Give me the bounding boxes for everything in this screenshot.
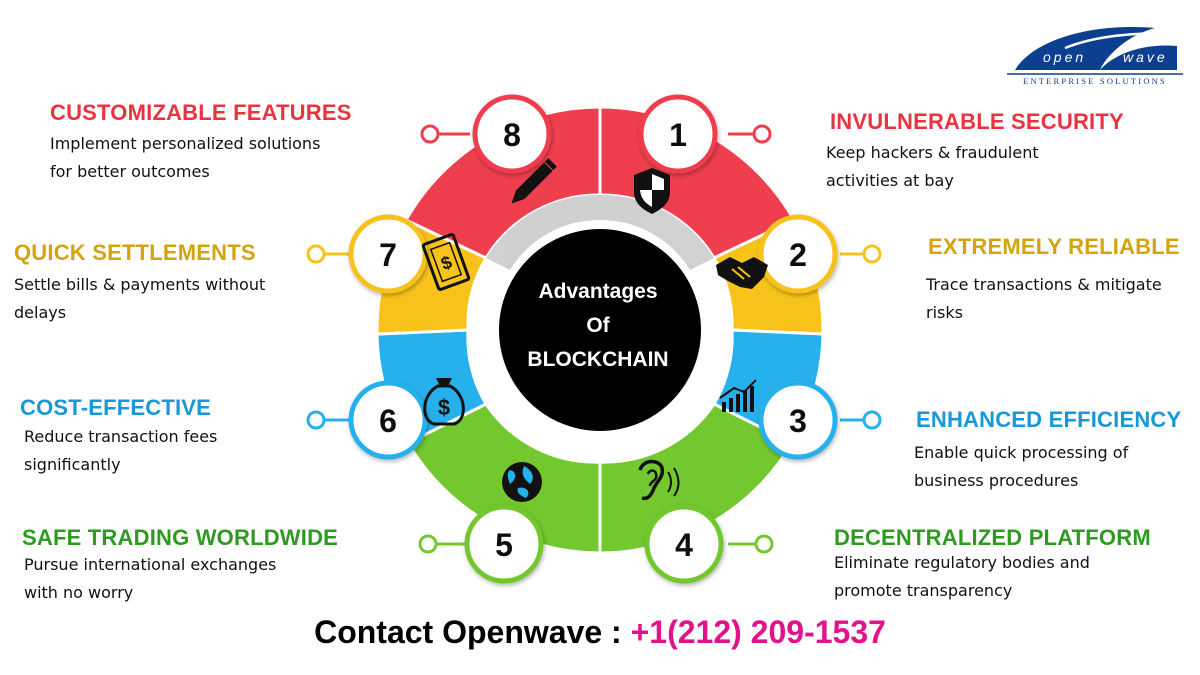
feature-8-title: CUSTOMIZABLE FEATURES — [50, 100, 352, 125]
badge-5: 5 — [464, 504, 544, 584]
svg-text:8: 8 — [503, 117, 521, 153]
contact-line: Contact Openwave : +1(212) 209-1537 — [0, 614, 1200, 651]
feature-1-description: Keep hackers & fraudulent activities at … — [826, 143, 1039, 190]
center-line-3: BLOCKCHAIN — [527, 348, 669, 371]
badge-3: 3 — [758, 380, 838, 460]
feature-2-description: Trace transactions & mitigate risks — [926, 275, 1162, 322]
shield-icon — [634, 168, 670, 214]
svg-text:3: 3 — [789, 403, 807, 439]
connector-ring-1 — [752, 124, 772, 144]
globe-icon — [502, 462, 542, 502]
feature-6-description: Reduce transaction fees significantly — [24, 427, 218, 474]
segment-shading — [486, 194, 714, 270]
center-title: Advantages Of BLOCKCHAIN — [493, 275, 703, 377]
segment-8 — [403, 105, 602, 260]
contact-phone[interactable]: +1(212) 209-1537 — [630, 614, 886, 650]
connector-ring-3 — [862, 410, 882, 430]
logo-tagline: ENTERPRISE SOLUTIONS — [1023, 76, 1167, 86]
badge-1: 1 — [638, 94, 718, 174]
connector-ring-5 — [418, 534, 438, 554]
badge-6: 6 — [348, 380, 428, 460]
svg-text:2: 2 — [789, 237, 807, 273]
feature-4-description: Eliminate regulatory bodies and promote … — [834, 553, 1090, 600]
svg-text:5: 5 — [495, 527, 513, 563]
feature-4-title: DECENTRALIZED PLATFORM — [834, 525, 1151, 550]
svg-text:7: 7 — [379, 237, 397, 273]
svg-text:4: 4 — [675, 527, 693, 563]
feature-7-description: Settle bills & payments without delays — [14, 275, 266, 322]
handshake-icon — [716, 257, 768, 289]
connector-ring-4 — [754, 534, 774, 554]
openwave-logo: open wave ENTERPRISE SOLUTIONS — [1007, 27, 1183, 86]
feature-5-description: Pursue international exchanges with no w… — [24, 555, 277, 602]
feature-7-title: QUICK SETTLEMENTS — [14, 240, 256, 265]
feature-5-title: SAFE TRADING WORLDWIDE — [22, 525, 339, 550]
money-bag-icon: $ — [423, 378, 465, 426]
logo-word-open: open — [1043, 49, 1086, 65]
feature-3-title: ENHANCED EFFICIENCY — [916, 407, 1182, 432]
badge-8: 8 — [472, 94, 552, 174]
ear-icon — [638, 459, 680, 501]
logo-word-wave: wave — [1123, 49, 1168, 65]
badge-4: 4 — [644, 504, 724, 584]
center-line-2: Of — [586, 314, 610, 337]
segment-4 — [598, 402, 795, 555]
center-line-1: Advantages — [538, 280, 658, 303]
badge-7: 7 — [348, 214, 428, 294]
connector-ring-8 — [420, 124, 440, 144]
svg-text:$: $ — [438, 395, 450, 420]
connector-ring-2 — [862, 244, 882, 264]
feature-8-description: Implement personalized solutions for bet… — [50, 134, 321, 181]
number-badges: 8 1 7 2 6 3 5 4 — [348, 94, 838, 584]
svg-text:6: 6 — [379, 403, 397, 439]
feature-3-description: Enable quick processing of business proc… — [914, 443, 1129, 490]
feature-1-title: INVULNERABLE SECURITY — [830, 109, 1124, 134]
connector-ring-7 — [306, 244, 326, 264]
bar-chart-icon — [719, 379, 757, 412]
contact-label: Contact Openwave : — [314, 614, 631, 650]
feature-2-title: EXTREMELY RELIABLE — [928, 234, 1180, 259]
connector-ring-6 — [306, 410, 326, 430]
feature-6-title: COST-EFFECTIVE — [20, 395, 212, 420]
badge-2: 2 — [758, 214, 838, 294]
svg-text:1: 1 — [669, 117, 687, 153]
center-circle — [499, 229, 701, 431]
